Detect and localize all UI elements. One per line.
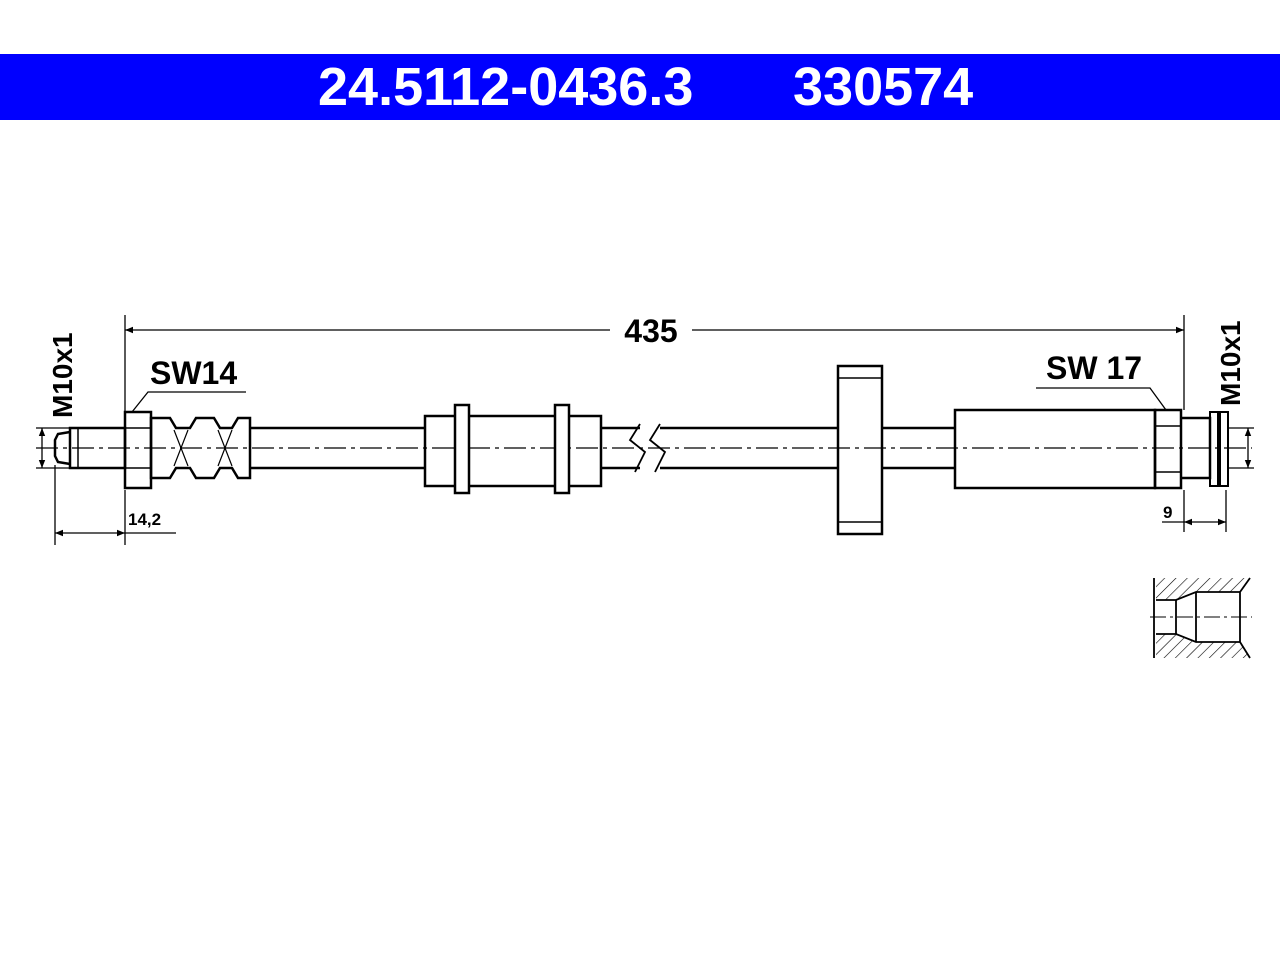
middle-sleeve	[423, 414, 603, 488]
header-band	[0, 54, 1280, 120]
overall-length-label: 435	[624, 313, 677, 349]
right-crimp-sleeve	[953, 408, 1157, 490]
right-thread-length-label: 9	[1163, 503, 1172, 522]
right-seal-ring-2	[1219, 411, 1229, 487]
port-section-detail	[1150, 577, 1252, 659]
middle-ring-right	[553, 403, 571, 495]
left-wrench-size-label: SW14	[150, 355, 237, 391]
break-mark-left	[628, 423, 647, 473]
left-thread-label: M10x1	[47, 332, 78, 418]
sw14-leader	[131, 391, 246, 413]
right-wrench-size-label: SW 17	[1046, 350, 1142, 386]
break-mark-right	[648, 423, 667, 473]
right-hex-nut	[1153, 408, 1183, 490]
left-thread-length-label: 14,2	[128, 510, 161, 529]
right-seal-ring-1	[1209, 411, 1219, 487]
mounting-bracket	[836, 364, 884, 536]
left-crimp-sleeve	[149, 416, 252, 480]
part-number: 24.5112-0436.3	[318, 57, 694, 117]
reference-number: 330574	[793, 57, 974, 117]
middle-ring-left	[453, 403, 471, 495]
left-thread-tip	[53, 430, 71, 466]
right-thread-label: M10x1	[1215, 320, 1246, 406]
left-hex-nut	[123, 410, 153, 490]
sw17-leader	[1036, 387, 1167, 411]
